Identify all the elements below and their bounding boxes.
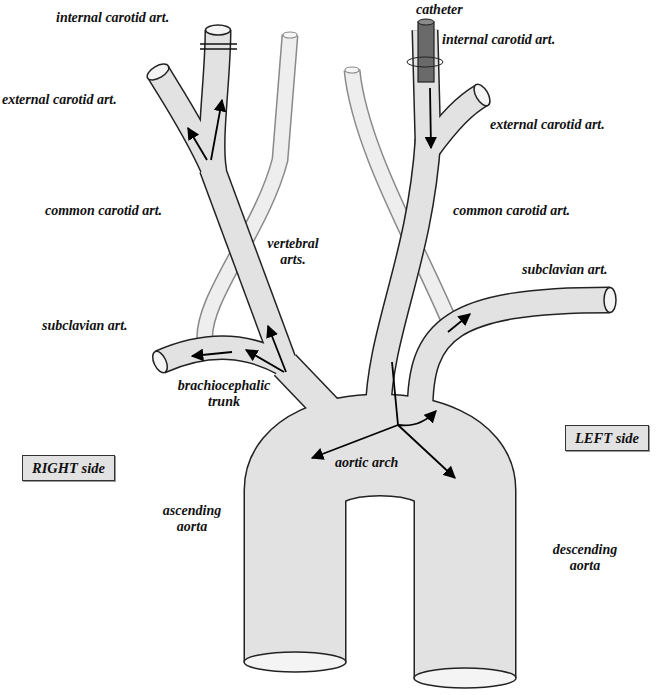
vessel-label: aortic arch xyxy=(333,455,400,471)
vessel-label: ascending aorta xyxy=(150,503,234,535)
catheter-label: catheter xyxy=(416,2,463,18)
side-tag-text: LEFT side xyxy=(575,430,639,446)
side-tag: RIGHT side xyxy=(22,455,115,481)
vessel-label: internal carotid art. xyxy=(442,32,555,48)
artery-outlines xyxy=(158,30,610,678)
vessel-label: descending aorta xyxy=(536,542,634,574)
vessel-label: external carotid art. xyxy=(490,117,605,133)
side-tag: LEFT side xyxy=(565,425,649,451)
vessel-label: common carotid art. xyxy=(45,203,162,219)
vessel-label: vertebral arts. xyxy=(257,236,329,268)
ligature xyxy=(200,44,237,49)
side-tag-text: RIGHT side xyxy=(32,460,105,476)
vessel-label: common carotid art. xyxy=(453,203,570,219)
vessel-label: subclavian art. xyxy=(522,262,608,278)
vessel-label: internal carotid art. xyxy=(56,10,169,26)
flow-arrows xyxy=(188,88,470,478)
vessel-label: brachiocephalic trunk xyxy=(163,378,285,410)
artery-fills xyxy=(158,30,610,678)
vessel-label: external carotid art. xyxy=(2,92,117,108)
vessel-label: subclavian art. xyxy=(42,318,128,334)
catheter xyxy=(407,19,443,82)
vessel-ends xyxy=(145,25,616,688)
